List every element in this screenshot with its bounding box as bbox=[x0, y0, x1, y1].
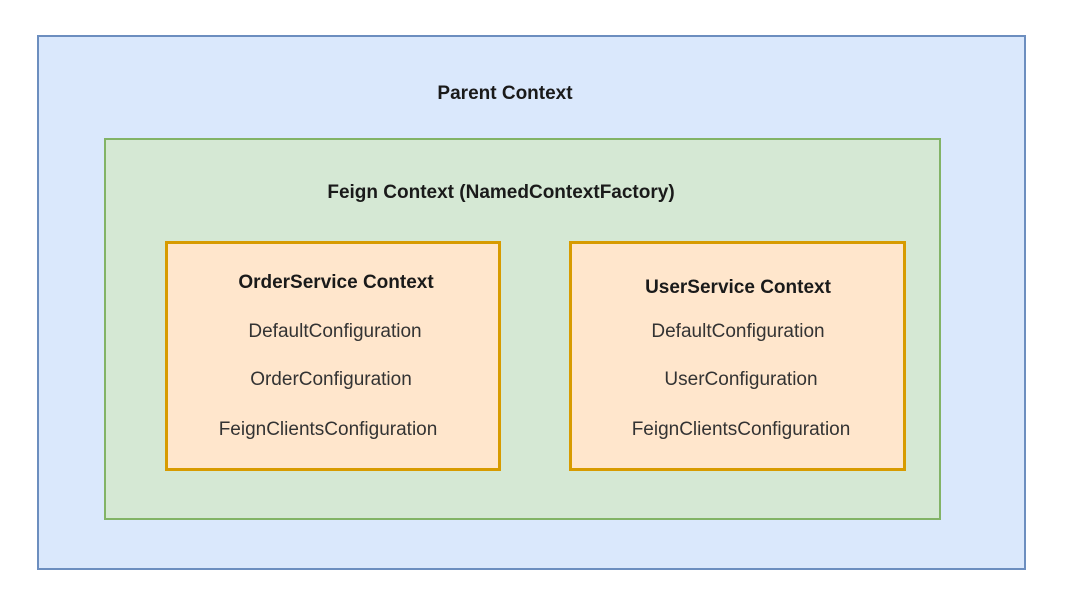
feign-context-title: Feign Context (NamedContextFactory) bbox=[327, 182, 675, 203]
user-configuration: UserConfiguration bbox=[664, 369, 818, 390]
order-configuration: OrderConfiguration bbox=[250, 369, 412, 390]
parent-context-title: Parent Context bbox=[437, 83, 573, 104]
user-feign-clients-configuration: FeignClientsConfiguration bbox=[631, 419, 851, 440]
user-service-context-title: UserService Context bbox=[645, 277, 831, 298]
user-default-configuration: DefaultConfiguration bbox=[651, 321, 825, 342]
order-default-configuration: DefaultConfiguration bbox=[248, 321, 422, 342]
order-service-context-box bbox=[165, 241, 501, 471]
user-service-context-box bbox=[569, 241, 906, 471]
order-service-context-title: OrderService Context bbox=[238, 272, 434, 293]
order-feign-clients-configuration: FeignClientsConfiguration bbox=[218, 419, 438, 440]
